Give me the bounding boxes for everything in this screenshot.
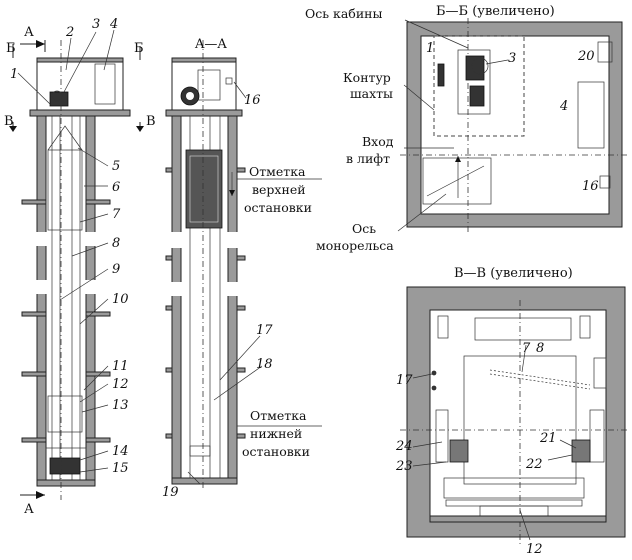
part-number-7-vv: 7	[522, 341, 531, 356]
bb-brake	[437, 63, 445, 87]
section-mark-a-bottom: А	[24, 502, 34, 517]
part-number-12: 12	[112, 377, 129, 392]
part-number-2: 2	[65, 25, 74, 40]
part-number-24: 24	[395, 439, 413, 454]
label-upper-stop-2: верхней	[252, 182, 306, 197]
vv-guide-left	[435, 409, 449, 463]
label-upper-stop-3: остановки	[244, 200, 312, 215]
label-upper-stop-1: Отметка	[249, 164, 306, 179]
label-shaft-contour-1: Контур	[343, 70, 391, 85]
vv-platform	[443, 477, 585, 499]
part-number-12-vv: 12	[526, 542, 543, 557]
winch	[49, 91, 69, 107]
label-shaft-contour-2: шахты	[350, 86, 393, 101]
break-gap-2	[30, 280, 102, 294]
control-cabinet	[94, 63, 116, 105]
part-number-14: 14	[112, 444, 129, 459]
vv-guide-right	[589, 409, 605, 463]
part-number-5: 5	[112, 159, 120, 174]
part-number-3-bb: 3	[508, 51, 516, 66]
label-lower-stop-3: остановки	[242, 444, 310, 459]
part-number-22: 22	[525, 457, 543, 472]
cabin-lower	[47, 395, 83, 433]
break-gap-1	[30, 232, 102, 246]
part-number-1-bb: 1	[426, 41, 434, 56]
section-mark-v-left: В	[4, 114, 14, 129]
section-vv	[400, 286, 630, 544]
part-number-17-aa: 17	[256, 323, 273, 338]
bb-panel-20	[597, 41, 613, 63]
part-number-17-vv: 17	[396, 373, 413, 388]
part-number-1: 1	[10, 67, 18, 82]
drive-pulley	[51, 90, 63, 102]
floor-slabs	[21, 199, 111, 443]
section-aa	[165, 40, 322, 490]
section-mark-b-left: Б	[6, 41, 16, 56]
label-cabin-axis: Ось кабины	[305, 6, 382, 21]
part-number-20: 20	[577, 49, 595, 64]
part-number-10: 10	[112, 292, 129, 307]
cabin-upper	[47, 149, 83, 231]
part-number-9: 9	[112, 262, 120, 277]
label-monorail-axis-1: Ось	[352, 221, 376, 236]
bb-box-16	[599, 175, 611, 189]
section-mark-b-right: Б	[134, 41, 144, 56]
label-monorail-axis-2: монорельса	[316, 238, 394, 253]
label-entrance-2: в лифт	[346, 151, 390, 166]
bb-cabinet-4	[577, 81, 605, 149]
bb-winch	[457, 49, 491, 115]
part-number-18: 18	[256, 357, 273, 372]
vv-beam	[474, 317, 572, 341]
part-number-19: 19	[162, 485, 179, 500]
label-entrance-1: Вход	[362, 134, 394, 149]
section-bb	[397, 18, 628, 232]
part-number-4: 4	[109, 17, 118, 32]
part-number-23: 23	[395, 459, 413, 474]
section-mark-a-top: А	[24, 25, 34, 40]
label-lower-stop-1: Отметка	[250, 408, 307, 423]
label-lower-stop-2: нижней	[250, 426, 302, 441]
shaft-elevation-left	[9, 29, 144, 500]
aa-cabinet	[197, 69, 221, 101]
part-number-7: 7	[112, 207, 121, 222]
shaft-wall-left	[36, 115, 47, 487]
aa-cabin	[185, 149, 223, 229]
part-number-8-vv: 8	[536, 341, 544, 356]
machine-room-floor	[29, 109, 131, 117]
section-aa-title: A—A	[194, 37, 227, 52]
part-number-8: 8	[112, 236, 120, 251]
part-number-11: 11	[112, 359, 129, 374]
buffer	[49, 457, 81, 475]
section-mark-v-right: В	[146, 114, 156, 129]
shaft-wall-right	[85, 115, 96, 487]
part-number-13: 13	[112, 398, 129, 413]
part-number-3: 3	[92, 17, 100, 32]
part-number-16-bb: 16	[582, 179, 599, 194]
part-number-16-aa: 16	[244, 93, 261, 108]
part-number-21: 21	[539, 431, 557, 446]
part-number-4-bb: 4	[559, 99, 568, 114]
section-vv-title: В—В (увеличено)	[454, 266, 573, 281]
section-bb-title: Б—Б (увеличено)	[436, 4, 555, 19]
part-number-15: 15	[112, 461, 129, 476]
part-number-6: 6	[112, 180, 120, 195]
